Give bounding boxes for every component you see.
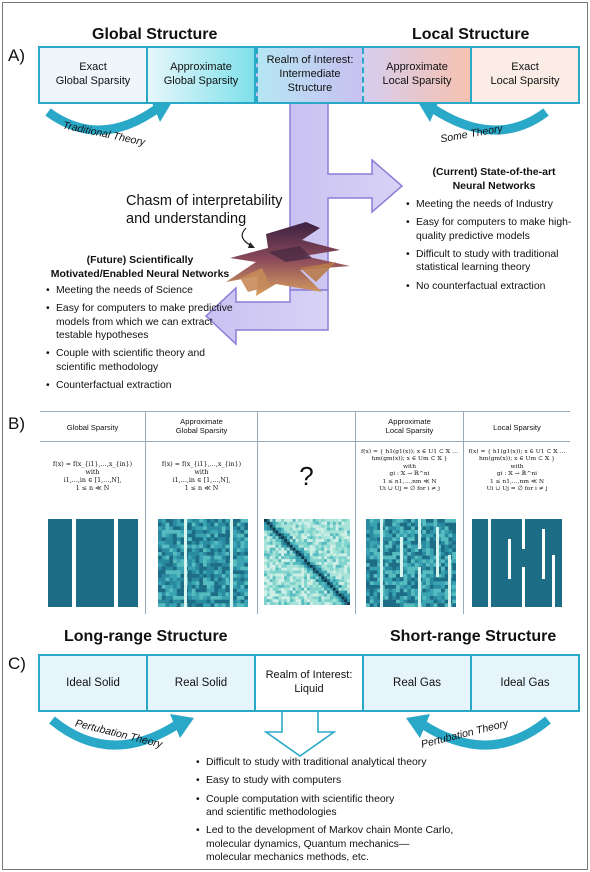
matter-spectrum-bar: Ideal Solid Real Solid Realm of Interest… <box>38 654 580 712</box>
col-question-mark: ? <box>299 461 314 491</box>
panel-label-a: A) <box>8 46 25 65</box>
col-title: Local Sparsity <box>493 423 541 432</box>
col-title: Approximate Local Sparsity <box>385 417 434 436</box>
list-item: Difficult to study with traditional stat… <box>406 248 576 275</box>
list-item: Difficult to study with traditional anal… <box>196 756 496 770</box>
liquid-notes-list: Difficult to study with traditional anal… <box>196 756 496 869</box>
cell-approximate-global-sparsity: Approximate Global Sparsity <box>148 48 256 102</box>
cell-real-gas: Real Gas <box>364 656 472 710</box>
cell-exact-global-sparsity: Exact Global Sparsity <box>40 48 148 102</box>
current-nn-list: Meeting the needs of Industry Easy for c… <box>406 198 576 298</box>
list-item: Couple computation with scientific theor… <box>196 793 496 820</box>
sparsity-table: Global Sparsity f(x) = f(x_{i1},…,x_{in}… <box>40 411 570 614</box>
list-item: Led to the development of Markov chain M… <box>196 824 496 864</box>
col-approx-local-sparsity: Approximate Local Sparsity f(x) ≈ { h1(g… <box>356 411 464 614</box>
panel-c-arrows <box>49 709 551 757</box>
col-global-sparsity: Global Sparsity f(x) = f(x_{i1},…,x_{in}… <box>40 411 146 614</box>
matrix-global-sparsity <box>48 519 138 607</box>
panel-label-b: B) <box>8 414 25 433</box>
list-item: Counterfactual extraction <box>46 379 236 393</box>
future-nn-list: Meeting the needs of Science Easy for co… <box>46 284 236 397</box>
table-top-rule <box>40 411 570 412</box>
cell-realm-of-interest: Realm of Interest: Intermediate Structur… <box>256 48 364 102</box>
cell-exact-local-sparsity: Exact Local Sparsity <box>472 48 578 102</box>
list-item: Meeting the needs of Industry <box>406 198 576 212</box>
header-long-range: Long-range Structure <box>64 628 228 645</box>
structure-spectrum-bar: Exact Global Sparsity Approximate Global… <box>38 46 580 104</box>
cell-realm-liquid: Realm of Interest: Liquid <box>256 656 364 710</box>
list-item: No counterfactual extraction <box>406 280 576 294</box>
list-item: Easy to study with computers <box>196 774 496 788</box>
future-nn-title: (Future) Scientifically Motivated/Enable… <box>50 254 230 280</box>
cell-approximate-local-sparsity: Approximate Local Sparsity <box>364 48 472 102</box>
col-equation: f(x) = f(x_{i1},…,x_{in}) with i1,…,in ∈… <box>52 461 133 492</box>
col-title: Approximate Global Sparsity <box>175 417 228 436</box>
list-item: Easy for computers to make predictive mo… <box>46 302 236 342</box>
col-equation: f(x) ≈ { h1(g1(x)); x ∈ U1 ⊂ 𝕏 … hm(gm(x… <box>361 449 458 492</box>
flow-arrows <box>45 98 549 346</box>
cell-ideal-solid: Ideal Solid <box>40 656 148 710</box>
header-global-structure: Global Structure <box>92 26 218 43</box>
cell-ideal-gas: Ideal Gas <box>472 656 578 710</box>
list-item: Easy for computers to make high-quality … <box>406 216 576 243</box>
matrix-approx-local-sparsity <box>366 519 456 607</box>
table-header-rule <box>40 441 570 442</box>
col-approx-global-sparsity: Approximate Global Sparsity f(x) ≈ f(x_{… <box>146 411 258 614</box>
col-title: Global Sparsity <box>66 423 119 432</box>
chasm-label: Chasm of interpretability and understand… <box>126 193 283 228</box>
chasm-graphic <box>226 222 350 296</box>
list-item: Couple with scientific theory and scient… <box>46 347 236 374</box>
header-local-structure: Local Structure <box>412 26 530 43</box>
matrix-intermediate <box>264 519 350 605</box>
col-equation: f(x) = { h1(g1(x)); x ∈ U1 ⊂ 𝕏 … hm(gm(x… <box>468 449 566 492</box>
list-item: Meeting the needs of Science <box>46 284 236 298</box>
current-nn-title: (Current) State-of-the-art Neural Networ… <box>432 166 556 192</box>
cell-real-solid: Real Solid <box>148 656 256 710</box>
col-equation: f(x) ≈ f(x_{i1},…,x_{in}) with i1,…,in ∈… <box>161 461 242 492</box>
col-unknown: ? <box>258 411 356 614</box>
matrix-local-sparsity <box>472 519 562 607</box>
matrix-approx-global-sparsity <box>158 519 248 607</box>
header-short-range: Short-range Structure <box>390 628 557 645</box>
col-local-sparsity: Local Sparsity f(x) = { h1(g1(x)); x ∈ U… <box>464 411 570 614</box>
panel-label-c: C) <box>8 654 26 673</box>
